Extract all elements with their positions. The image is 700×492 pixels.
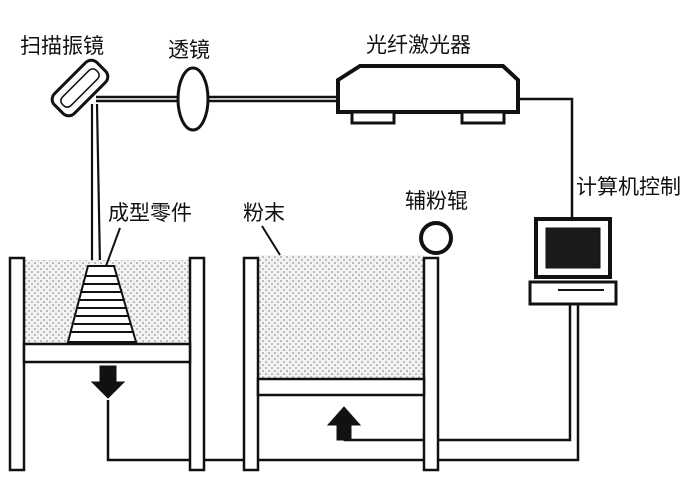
computer-label: 计算机控制 (576, 175, 681, 199)
laser-label: 光纤激光器 (366, 33, 471, 57)
laser-computer-cable (518, 97, 574, 222)
control-cable-build (106, 304, 580, 462)
build-platform (22, 342, 192, 364)
formed-part (66, 265, 138, 343)
supply-platform (256, 377, 426, 397)
powder-chamber (242, 255, 440, 472)
build-down-arrow (90, 365, 126, 399)
fiber-laser (336, 64, 520, 125)
lens (176, 66, 210, 132)
powder-label: 粉末 (243, 201, 285, 225)
laser-beam-horizontal (96, 95, 338, 103)
roller-label: 辅粉辊 (405, 189, 468, 213)
computer (528, 217, 618, 306)
part-label: 成型零件 (108, 201, 192, 225)
supply-up-arrow (326, 406, 362, 441)
supply-powder (258, 255, 424, 379)
galvo-label: 扫描振镜 (20, 34, 104, 58)
galvo-mirror (50, 58, 110, 118)
laser-beam-vertical (90, 103, 102, 267)
lens-label: 透镜 (168, 38, 210, 62)
part-leader-line (105, 227, 121, 267)
powder-roller (419, 221, 453, 255)
powder-leader-line (261, 225, 281, 256)
